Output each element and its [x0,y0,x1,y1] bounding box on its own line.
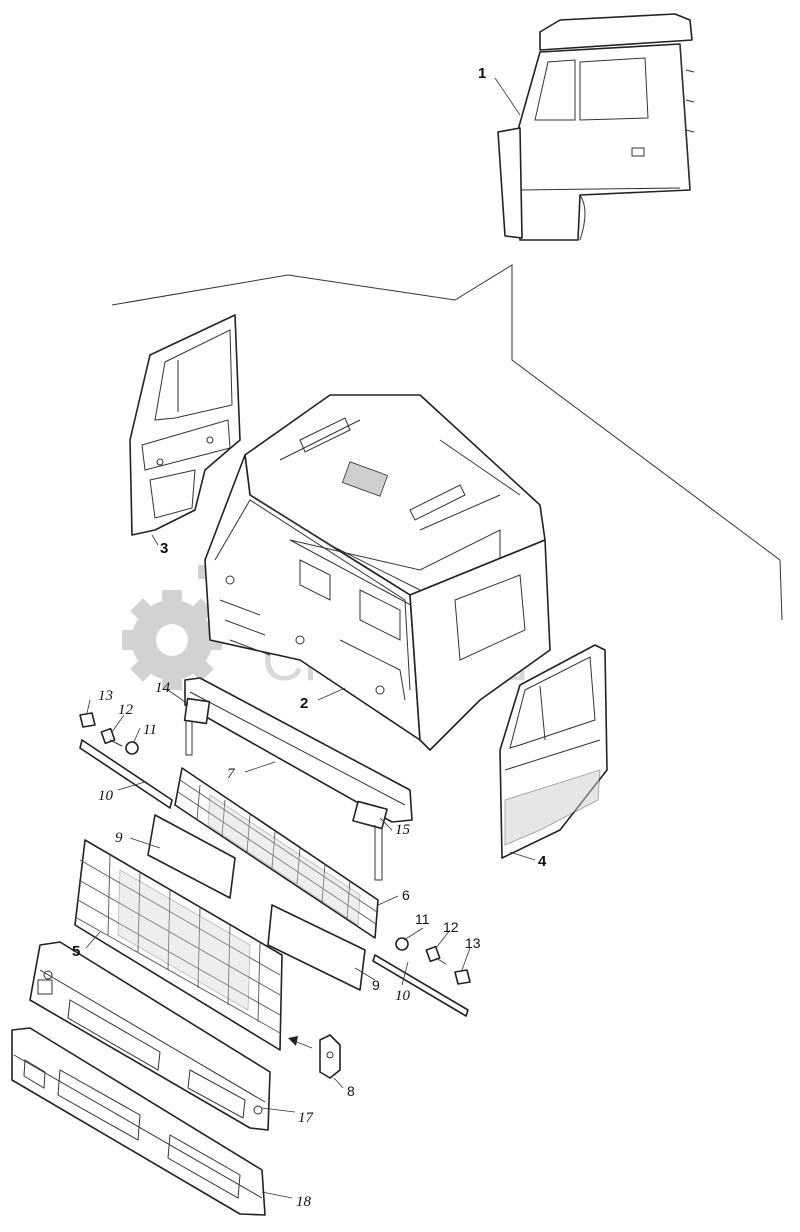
part-10-left-strip [79,739,173,809]
callout-7: 7 [227,766,236,782]
part-5-lower-grille [74,839,283,1051]
part-9-left-plate [147,814,236,899]
part-17-bumper-reinforcement [29,941,271,1131]
callout-5: 5 [72,943,80,960]
part-4-right-door [499,644,608,859]
part-12-left-bolt [100,727,123,747]
exploded-view-boundary [111,264,783,621]
callout-4: 4 [538,853,547,870]
part-1-assembled-cab [497,13,695,241]
callout-18: 18 [296,1194,312,1210]
part-8-bracket [288,1034,341,1079]
callout-10-left: 10 [98,788,114,804]
callout-2: 2 [300,695,308,712]
part-11-left-nut [125,741,139,755]
part-13-right-clip [454,969,471,985]
callout-10-right: 10 [395,988,411,1004]
callout-6: 6 [402,887,410,903]
part-13-left-clip [79,712,96,728]
part-12-right-bolt [425,945,447,965]
callout-8: 8 [347,1083,355,1099]
leader-lines [85,77,536,1199]
part-18-bumper [11,1027,266,1216]
callout-9-right: 9 [372,977,380,993]
part-3-left-door [129,314,241,536]
callout-13-left: 13 [98,688,113,704]
part-7-front-panel [183,677,413,881]
callout-17: 17 [298,1110,315,1126]
callout-3: 3 [160,540,168,557]
part-10-right-strip [372,954,469,1017]
callout-12-right: 12 [443,919,459,935]
fasteners-right [395,937,471,985]
callout-14: 14 [155,680,171,696]
callout-13-right: 13 [465,935,481,951]
callout-15: 15 [395,822,411,838]
fasteners-left [79,712,139,755]
callout-12-left: 12 [118,702,134,718]
part-11-right-nut [395,937,409,951]
part-9-right-plate [267,904,366,991]
part-6-upper-grille [174,767,379,939]
callout-9-left: 9 [115,830,123,846]
callout-1: 1 [478,65,486,82]
callout-labels: 1 2 3 4 5 6 7 8 9 9 10 10 11 11 12 12 13… [72,65,547,1210]
part-2-cab-body-frame [204,394,551,751]
callout-11-right: 11 [415,911,430,927]
callout-11-left: 11 [143,722,157,738]
